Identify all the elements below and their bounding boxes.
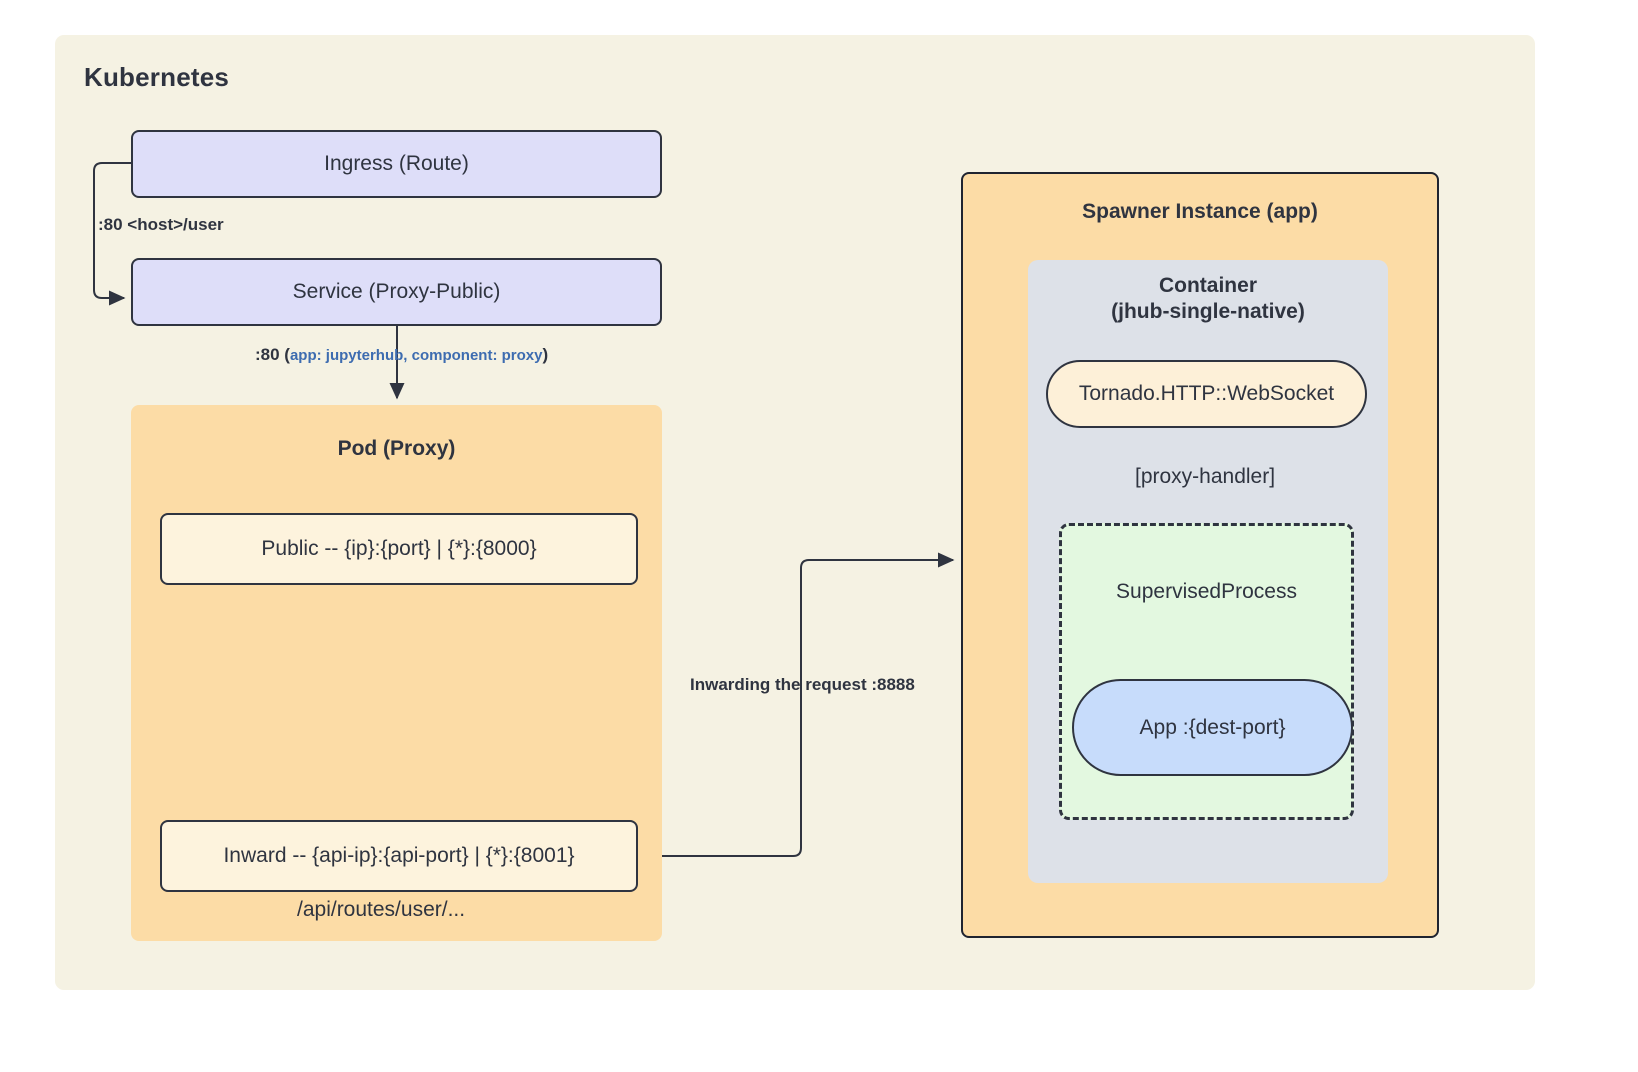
group-pod-proxy-title: Pod (Proxy): [337, 437, 456, 460]
node-inward-listener-label: Inward -- {api-ip}:{api-port} | {*}:{800…: [223, 843, 575, 867]
group-supervised-process-title: SupervisedProcess: [1116, 580, 1297, 603]
node-tornado-websocket[interactable]: Tornado.HTTP::WebSocket: [1046, 360, 1367, 428]
edge-label-inwarding-request: Inwarding the request :8888: [690, 675, 915, 694]
edge-label-proxy-handler: [proxy-handler]: [1135, 465, 1276, 488]
node-public-listener-label: Public -- {ip}:{port} | {*}:{8000}: [261, 536, 537, 560]
group-container-title-line1: Container: [1158, 274, 1257, 297]
node-ingress-route[interactable]: Ingress (Route): [131, 130, 662, 198]
node-app-dest-port-label: App :{dest-port}: [1139, 715, 1286, 739]
edge-label-port: :80 (: [255, 345, 290, 364]
node-tornado-websocket-label: Tornado.HTTP::WebSocket: [1078, 382, 1335, 405]
edge-label-ingress-to-service: :80 <host>/user: [98, 215, 224, 234]
edge-label-service-to-pod: :80 (app: jupyterhub, component: proxy): [255, 345, 548, 365]
edge-label-paren-close: ): [542, 345, 549, 364]
group-container-title: Container (jhub-single-native): [1028, 273, 1388, 324]
node-app-dest-port[interactable]: App :{dest-port}: [1072, 679, 1353, 776]
node-service-label: Service (Proxy-Public): [292, 279, 501, 303]
group-spawner-instance-title: Spawner Instance (app): [1082, 200, 1318, 223]
kubernetes-title: Kubernetes: [84, 62, 230, 92]
edge-label-selector: app: jupyterhub, component: proxy: [289, 347, 543, 364]
node-public-listener[interactable]: Public -- {ip}:{port} | {*}:{8000}: [160, 513, 638, 585]
node-inward-listener[interactable]: Inward -- {api-ip}:{api-port} | {*}:{800…: [160, 820, 638, 892]
node-ingress-label: Ingress (Route): [324, 151, 469, 175]
group-container-title-line2: (jhub-single-native): [1111, 299, 1305, 323]
label-api-routes-user: /api/routes/user/...: [297, 898, 466, 921]
node-service-proxy-public[interactable]: Service (Proxy-Public): [131, 258, 662, 326]
